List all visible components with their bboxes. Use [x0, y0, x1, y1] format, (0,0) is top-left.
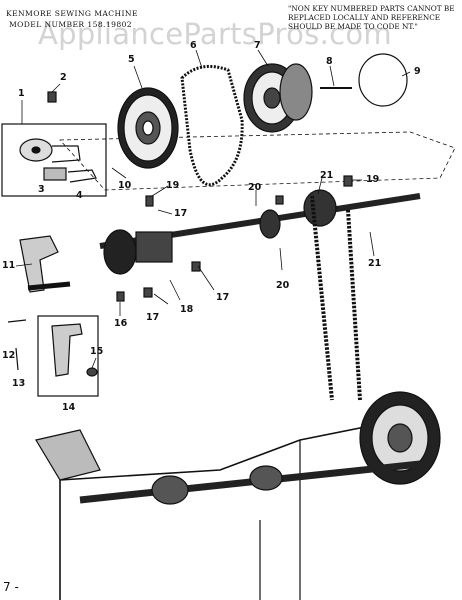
callout-2: 2	[60, 72, 67, 83]
part-18-crank	[103, 229, 137, 275]
callout-4: 4	[76, 190, 83, 201]
callout-21-upper: 21	[320, 170, 334, 181]
callout-17-right: 17	[216, 292, 230, 303]
callout-14: 14	[62, 402, 76, 413]
callout-20-lower: 20	[276, 280, 290, 291]
machine-frame	[35, 391, 441, 600]
callout-10: 10	[118, 180, 132, 191]
drive-belt	[310, 195, 362, 401]
callout-15: 15	[90, 346, 104, 357]
callout-17-lower: 17	[146, 312, 160, 323]
part-1-bracket-group	[1, 123, 107, 197]
parts-note: "NON KEY NUMBERED PARTS CANNOT BE REPLAC…	[288, 4, 455, 32]
callout-12: 12	[2, 350, 16, 361]
page-number: 7 -	[3, 580, 19, 594]
callout-21-lower: 21	[368, 258, 382, 269]
callout-13: 13	[12, 378, 26, 389]
callout-3: 3	[38, 184, 45, 195]
callout-17-upper: 17	[174, 208, 188, 219]
callout-20-upper: 20	[248, 182, 262, 193]
part-2-screw	[47, 91, 57, 103]
part-9-disc	[358, 53, 408, 107]
callout-6: 6	[190, 40, 197, 51]
callout-11: 11	[2, 260, 16, 271]
part-6-belt	[180, 64, 244, 187]
part-11-link	[19, 235, 59, 293]
callout-7: 7	[254, 40, 261, 51]
callout-18: 18	[180, 304, 194, 315]
part-14-lever-group	[37, 315, 99, 397]
part-7-motor-pulley	[243, 63, 313, 133]
part-5-gear-pulley	[117, 87, 179, 169]
callout-1: 1	[18, 88, 25, 99]
callout-9: 9	[414, 66, 421, 77]
callout-8: 8	[326, 56, 333, 67]
header-model: MODEL NUMBER 158.19802	[9, 20, 133, 29]
callout-19-right: 19	[366, 174, 380, 185]
callout-5: 5	[128, 54, 135, 65]
callout-16: 16	[114, 318, 128, 329]
header-title: KENMORE SEWING MACHINE	[6, 9, 138, 18]
callout-19-left: 19	[166, 180, 180, 191]
watermark: AppliancePartsPros.com	[38, 17, 392, 51]
